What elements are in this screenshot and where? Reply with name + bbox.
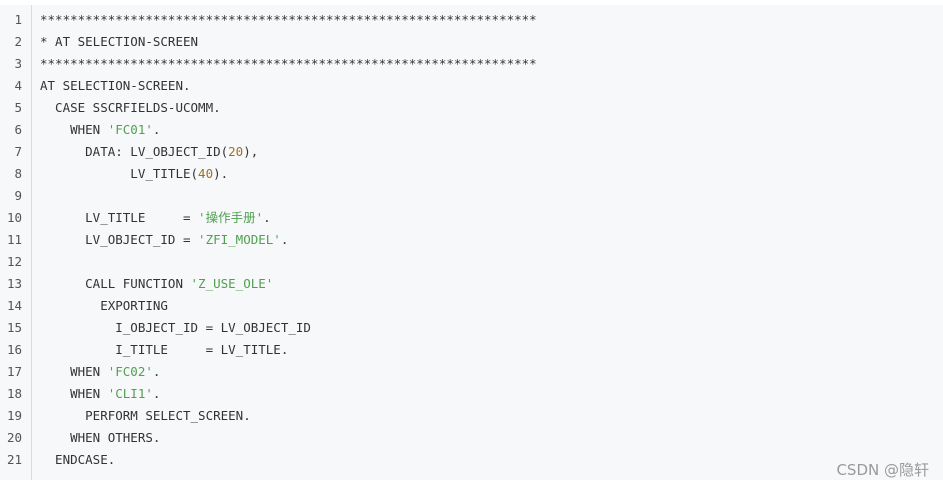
line-number: 17: [6, 364, 22, 379]
string-literal: 'ZFI_MODEL': [198, 232, 281, 247]
code-token: .: [152, 364, 161, 379]
line-number: 4: [14, 78, 22, 93]
line-number: 12: [6, 254, 22, 269]
code-line: 5 CASE SSCRFIELDS-UCOMM.: [0, 97, 943, 119]
code-line: 14 EXPORTING: [0, 295, 943, 317]
line-number: 11: [6, 232, 22, 247]
line-number: 19: [6, 408, 22, 423]
code-block: 1 ***************************************…: [0, 5, 943, 480]
string-literal: '操作手册': [198, 210, 264, 225]
line-number: 5: [14, 100, 22, 115]
code-line: 8 LV_TITLE(40).: [0, 163, 943, 185]
code-token: ****************************************…: [40, 12, 537, 27]
code-token: DATA: LV_OBJECT_ID(: [40, 144, 229, 159]
code-text: ****************************************…: [40, 53, 537, 75]
code-text: CASE SSCRFIELDS-UCOMM.: [40, 97, 221, 119]
code-token: WHEN OTHERS.: [40, 430, 161, 445]
number-literal: 20: [228, 144, 244, 159]
code-token: .: [152, 122, 161, 137]
line-number: 20: [6, 430, 22, 445]
code-text: * AT SELECTION-SCREEN: [40, 31, 198, 53]
code-token: EXPORTING: [40, 298, 168, 313]
code-line: 11 LV_OBJECT_ID = 'ZFI_MODEL'.: [0, 229, 943, 251]
code-token: * AT SELECTION-SCREEN: [40, 34, 199, 49]
code-text: I_TITLE = LV_TITLE.: [40, 339, 288, 361]
code-line: 10 LV_TITLE = '操作手册'.: [0, 207, 943, 229]
code-line: 6 WHEN 'FC01'.: [0, 119, 943, 141]
code-text: WHEN OTHERS.: [40, 427, 160, 449]
code-line: 7 DATA: LV_OBJECT_ID(20),: [0, 141, 943, 163]
code-token: ENDCASE.: [40, 452, 116, 467]
code-text: DATA: LV_OBJECT_ID(20),: [40, 141, 258, 163]
code-text: LV_TITLE(40).: [40, 163, 228, 185]
code-token: WHEN: [40, 364, 108, 379]
code-text: CALL FUNCTION 'Z_USE_OLE': [40, 273, 273, 295]
code-text: LV_OBJECT_ID = 'ZFI_MODEL'.: [40, 229, 288, 251]
code-token: WHEN: [40, 386, 108, 401]
code-token: LV_OBJECT_ID =: [40, 232, 199, 247]
string-literal: 'FC02': [107, 364, 153, 379]
code-text: PERFORM SELECT_SCREEN.: [40, 405, 251, 427]
line-number: 7: [14, 144, 22, 159]
line-number: 14: [6, 298, 22, 313]
code-line: 21 ENDCASE.: [0, 449, 943, 471]
line-number: 6: [14, 122, 22, 137]
code-token: ****************************************…: [40, 56, 537, 71]
code-token: WHEN: [40, 122, 108, 137]
code-token: CALL FUNCTION: [40, 276, 191, 291]
code-line: 19 PERFORM SELECT_SCREEN.: [0, 405, 943, 427]
code-line: 15 I_OBJECT_ID = LV_OBJECT_ID: [0, 317, 943, 339]
code-token: CASE SSCRFIELDS-UCOMM.: [40, 100, 221, 115]
line-number: 9: [14, 188, 22, 203]
code-text: LV_TITLE = '操作手册'.: [40, 207, 271, 229]
string-literal: 'Z_USE_OLE': [190, 276, 274, 291]
code-token: I_OBJECT_ID = LV_OBJECT_ID: [40, 320, 311, 335]
code-line: 17 WHEN 'FC02'.: [0, 361, 943, 383]
code-line: 18 WHEN 'CLI1'.: [0, 383, 943, 405]
csdn-watermark: CSDN @隐轩: [836, 461, 929, 479]
code-token: .: [152, 386, 161, 401]
line-number: 15: [6, 320, 22, 335]
code-text: I_OBJECT_ID = LV_OBJECT_ID: [40, 317, 311, 339]
line-number: 16: [6, 342, 22, 357]
code-line: 12: [0, 251, 943, 273]
code-text: WHEN 'FC01'.: [40, 119, 160, 141]
code-line: 13 CALL FUNCTION 'Z_USE_OLE': [0, 273, 943, 295]
code-token: LV_TITLE =: [40, 210, 199, 225]
line-number: 8: [14, 166, 22, 181]
line-number: 1: [14, 12, 22, 27]
code-line: 3 ***************************************…: [0, 53, 943, 75]
number-literal: 40: [198, 166, 214, 181]
string-literal: 'FC01': [107, 122, 153, 137]
code-text: ****************************************…: [40, 9, 537, 31]
line-number: 2: [14, 34, 22, 49]
code-text: EXPORTING: [40, 295, 168, 317]
line-number-gutter: [0, 5, 32, 480]
code-token: .: [263, 210, 271, 225]
code-line: 9: [0, 185, 943, 207]
code-text: WHEN 'FC02'.: [40, 361, 160, 383]
code-token: ).: [213, 166, 229, 181]
code-token: AT SELECTION-SCREEN.: [40, 78, 191, 93]
code-line: 16 I_TITLE = LV_TITLE.: [0, 339, 943, 361]
line-number: 21: [6, 452, 22, 467]
code-token: LV_TITLE(: [40, 166, 199, 181]
code-line: 1 ***************************************…: [0, 9, 943, 31]
code-text: WHEN 'CLI1'.: [40, 383, 160, 405]
code-line: 2 * AT SELECTION-SCREEN: [0, 31, 943, 53]
code-token: ),: [243, 144, 259, 159]
string-literal: 'CLI1': [107, 386, 153, 401]
line-number: 3: [14, 56, 22, 71]
code-text: AT SELECTION-SCREEN.: [40, 75, 191, 97]
code-line: 4 AT SELECTION-SCREEN.: [0, 75, 943, 97]
code-line: 20 WHEN OTHERS.: [0, 427, 943, 449]
code-text: ENDCASE.: [40, 449, 115, 471]
code-token: .: [280, 232, 289, 247]
code-token: PERFORM SELECT_SCREEN.: [40, 408, 251, 423]
code-token: I_TITLE = LV_TITLE.: [40, 342, 289, 357]
line-number: 10: [6, 210, 22, 225]
line-number: 18: [6, 386, 22, 401]
line-number: 13: [6, 276, 22, 291]
